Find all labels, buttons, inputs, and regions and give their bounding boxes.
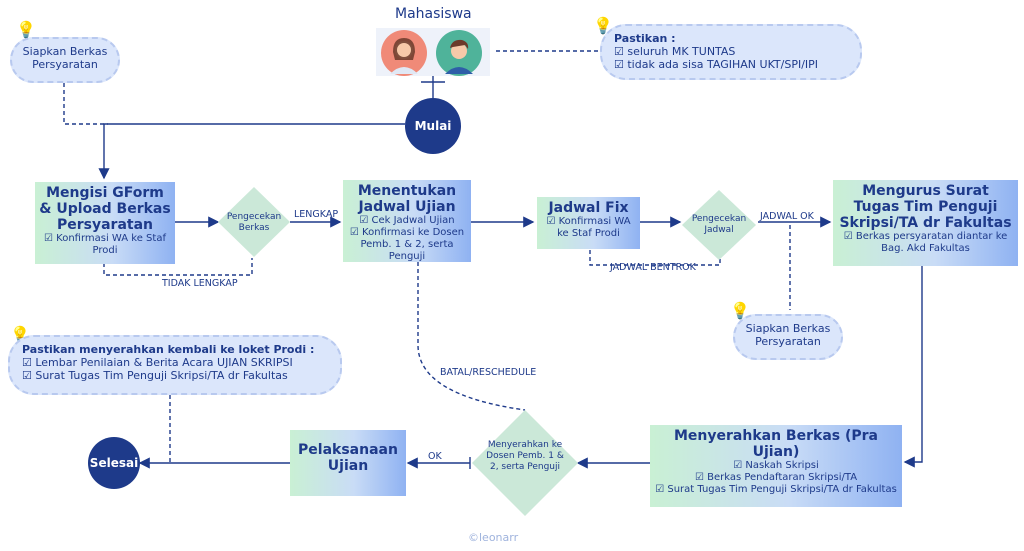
step-faculty-letter-item: ☑ Berkas persyaratan diantar ke Bag. Akd…: [843, 231, 1008, 254]
note-top-right-item-2: ☑ tidak ada sisa TAGIHAN UKT/SPI/IPI: [614, 58, 819, 71]
start-node: Mulai: [405, 98, 461, 154]
note-top-right-item-1: ☑ seluruh MK TUNTAS: [614, 45, 736, 58]
handover-diamond: [472, 410, 578, 516]
end-node: Selesai: [88, 437, 140, 489]
note-bottom-left-item-1: ☑ Lembar Penilaian & Berita Acara UJIAN …: [22, 356, 293, 369]
check1-label: Pengecekan Berkas: [226, 212, 282, 233]
note-top-left-text: Siapkan Berkas Persyaratan: [22, 45, 108, 71]
note-middle-right: Siapkan Berkas Persyaratan: [733, 314, 843, 360]
step-schedule-fixed-item: ☑ Konfirmasi WA ke Staf Prodi: [546, 216, 631, 239]
note-bottom-left-title: Pastikan menyerahkan kembali ke loket Pr…: [22, 343, 315, 356]
edge-jadwal-bentrok: JADWAL BENTROK: [610, 262, 696, 273]
credit-text: ©leonarr: [468, 531, 519, 544]
note-bottom-left-item-2: ☑ Surat Tugas Tim Penguji Skripsi/TA dr …: [22, 369, 288, 382]
female-avatar-icon: [381, 30, 427, 76]
check2-label: Pengecekan Jadwal: [691, 214, 747, 235]
edge-lengkap: LENGKAP: [294, 209, 339, 220]
step-fill-form: Mengisi GForm & Upload Berkas Persyarata…: [35, 182, 175, 264]
step-schedule-fixed-title: Jadwal Fix: [548, 200, 629, 216]
edge-batal-reschedule: BATAL/RESCHEDULE: [440, 367, 537, 378]
step-exam-title: Pelaksanaan Ujian: [298, 442, 398, 474]
handover-label: Menyerahkan ke Dosen Pemb. 1 & 2, serta …: [486, 440, 564, 472]
note-bottom-left: Pastikan menyerahkan kembali ke loket Pr…: [8, 335, 342, 395]
step-submit-files-item-3: ☑ Surat Tugas Tim Penguji Skripsi/TA dr …: [655, 484, 897, 495]
note-top-left: Siapkan Berkas Persyaratan: [10, 37, 120, 83]
step-schedule-fixed: Jadwal Fix ☑ Konfirmasi WA ke Staf Prodi: [537, 197, 640, 249]
lightbulb-icon: 💡: [16, 20, 36, 39]
note-top-right: Pastikan : ☑ seluruh MK TUNTAS ☑ tidak a…: [600, 24, 862, 80]
step-submit-files: Menyerahkan Berkas (Pra Ujian) ☑ Naskah …: [650, 425, 902, 507]
step-fill-form-title: Mengisi GForm & Upload Berkas Persyarata…: [39, 185, 171, 233]
lightbulb-icon: 💡: [730, 301, 750, 320]
note-middle-right-text: Siapkan Berkas Persyaratan: [745, 322, 831, 348]
edge-tidak-lengkap: TIDAK LENGKAP: [162, 278, 238, 289]
step-schedule: Menentukan Jadwal Ujian ☑ Cek Jadwal Uji…: [343, 180, 471, 262]
check2-diamond: [682, 190, 756, 260]
step-schedule-title: Menentukan Jadwal Ujian: [357, 183, 457, 215]
actor-label: Mahasiswa: [395, 6, 472, 22]
note-top-right-title: Pastikan :: [614, 32, 676, 45]
step-fill-form-item: ☑ Konfirmasi WA ke Staf Prodi: [44, 233, 166, 256]
edge-ok: OK: [428, 451, 442, 462]
step-faculty-letter-title: Mengurus Surat Tugas Tim Penguji Skripsi…: [839, 183, 1012, 231]
check1-diamond: [218, 187, 290, 257]
step-submit-files-title: Menyerahkan Berkas (Pra Ujian): [674, 428, 878, 460]
edge-jadwal-ok: JADWAL OK: [760, 211, 814, 222]
step-schedule-item-1: ☑ Cek Jadwal Ujian: [359, 215, 455, 226]
step-schedule-item-2: ☑ Konfirmasi ke Dosen Pemb. 1 & 2, serta…: [349, 227, 465, 262]
step-exam: Pelaksanaan Ujian: [290, 430, 406, 496]
step-submit-files-item-2: ☑ Berkas Pendaftaran Skripsi/TA: [694, 472, 858, 483]
male-avatar-icon: [436, 30, 482, 76]
step-submit-files-item-1: ☑ Naskah Skripsi: [733, 460, 819, 471]
step-faculty-letter: Mengurus Surat Tugas Tim Penguji Skripsi…: [833, 180, 1018, 266]
